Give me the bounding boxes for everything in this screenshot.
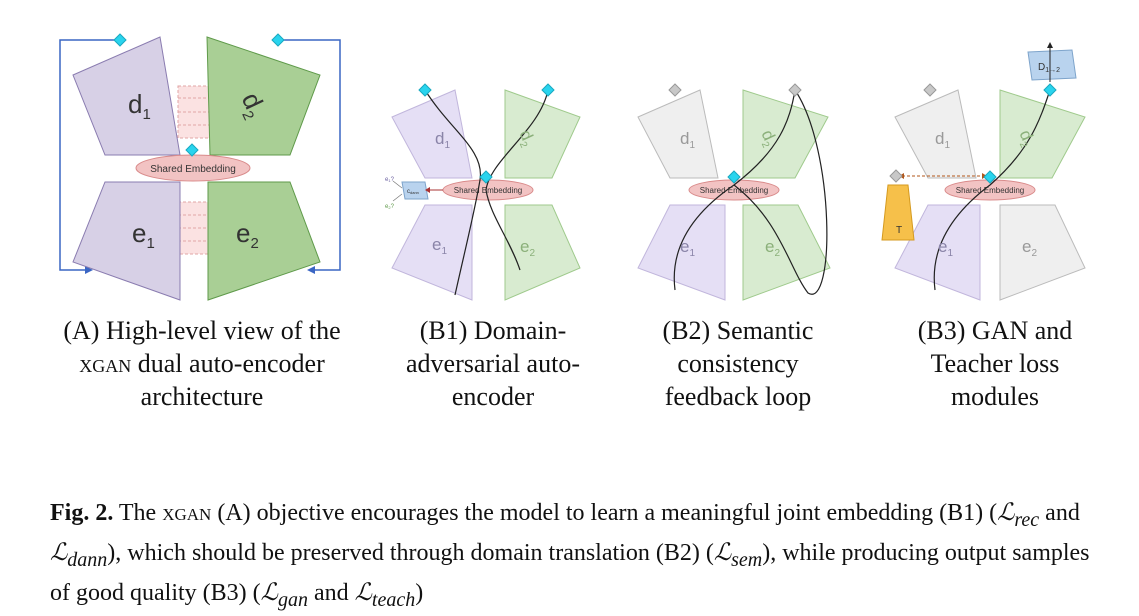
- caption-a-prefix: (A) High-level view of the: [63, 316, 341, 345]
- translation-path: [933, 89, 1051, 291]
- shared-embedding-label: Shared Embedding: [454, 186, 523, 195]
- decoder-1: [637, 89, 719, 179]
- caption-b1: (B1) Domain-adversarial auto-encoder: [406, 316, 580, 411]
- shared-embedding-label: Shared Embedding: [956, 186, 1025, 195]
- caption-b3: (B3) GAN and Teacher loss modules: [917, 316, 1073, 411]
- arrowhead-icon: [85, 266, 93, 274]
- output-diamond-icon: [541, 83, 555, 97]
- panel-b1-diagram: Shared Embedding cdann e1? e2? d1 d2 e1 …: [385, 83, 581, 301]
- shared-embedding-label: Shared Embedding: [150, 164, 236, 175]
- arrowhead-icon: [425, 187, 430, 193]
- encoder-1: [391, 204, 473, 301]
- loss-dann: ℒ: [50, 539, 68, 566]
- decoder-1: [391, 89, 473, 179]
- caption-text: ), which should be preserved through dom…: [107, 539, 714, 566]
- decoder-1-label: d1: [680, 129, 695, 151]
- loss-sem: ℒ: [713, 539, 732, 566]
- loss-dann-sub: dann: [67, 548, 108, 571]
- encoder-1: [72, 181, 181, 301]
- flow-path-2: [485, 89, 549, 271]
- decoder-1: [894, 89, 977, 179]
- loss-gan: ℒ: [260, 579, 278, 606]
- caption-a-suffix: dual auto-encoder architecture: [131, 349, 325, 411]
- arrowhead-icon: [1047, 42, 1053, 48]
- output-diamond-icon: [271, 33, 285, 47]
- loss-rec: ℒ: [997, 500, 1015, 526]
- encoder-2: [999, 204, 1086, 301]
- loss-teach-sub: teach: [371, 588, 416, 611]
- gan-discriminator: [1027, 49, 1077, 81]
- caption-b2: (B2) Semantic consistency feedback loop: [662, 316, 814, 411]
- embedding-diamond-icon: [983, 170, 997, 184]
- figure-label: Fig. 2.: [50, 500, 114, 526]
- teacher-network: [881, 184, 915, 241]
- encoder-2-label: e2: [520, 237, 535, 259]
- panel-a-diagram: Shared Embedding d1 d2 e1 e2: [59, 33, 341, 301]
- decoder-1: [72, 36, 181, 156]
- caption-a: (A) High-level view of the xgan dual aut…: [52, 314, 352, 413]
- panel-b2-diagram: Shared Embedding d1 d2 e1 e2: [637, 83, 831, 301]
- encoder-2-label: e2: [236, 218, 259, 252]
- caption-a-xgan: xgan: [79, 349, 132, 378]
- decoder-2: [999, 89, 1086, 179]
- embedding-diamond-icon: [185, 143, 199, 157]
- reconstruction-arrow-2: [278, 39, 341, 271]
- dann-output-2: e2?: [385, 204, 395, 210]
- encoder-2: [207, 181, 321, 301]
- decoder-2: [742, 89, 829, 179]
- decoder-1-label: d1: [935, 129, 950, 151]
- encoder-1-label: e1: [938, 237, 953, 259]
- loss-sem-sub: sem: [731, 548, 763, 571]
- caption-xgan: xgan: [162, 500, 212, 526]
- inactive-diamond-icon: [788, 83, 802, 97]
- shared-embedding-label: Shared Embedding: [700, 186, 769, 195]
- inactive-diamond-icon: [668, 83, 682, 97]
- output-diamond-icon: [418, 83, 432, 97]
- encoder-2-label: e2: [1022, 237, 1037, 259]
- encoder-1-label: e1: [432, 235, 447, 257]
- caption-text: ), while producing output samples of goo…: [50, 539, 1090, 606]
- dann-output-1: e1?: [385, 177, 395, 183]
- encoder-1: [637, 204, 726, 301]
- panel-b3-diagram: Shared Embedding D1→2 T d1 d2 e1 e2: [881, 42, 1086, 301]
- output-diamond-icon: [1043, 83, 1057, 97]
- translation-path: [673, 89, 796, 291]
- flow-path-1: [424, 89, 482, 296]
- semantic-feedback-path: [733, 89, 828, 295]
- figure-caption: Fig. 2. The xgan (A) objective encourage…: [50, 497, 1100, 616]
- gan-discriminator-label: D1→2: [1038, 62, 1060, 74]
- embedding-diamond-icon: [479, 170, 493, 184]
- encoder-2-label: e2: [765, 237, 780, 259]
- decoder-2: [206, 36, 321, 156]
- encoder-1-label: e1: [132, 218, 155, 252]
- encoder-1-label: e1: [680, 237, 695, 259]
- embedding-diamond-icon: [727, 170, 741, 184]
- dann-classifier-label: cdann: [407, 189, 419, 195]
- teacher-label: T: [896, 225, 902, 236]
- decoder-2: [504, 89, 581, 179]
- loss-rec-sub: rec: [1014, 508, 1040, 531]
- loss-teach: ℒ: [354, 579, 372, 606]
- dann-classifier: [401, 181, 429, 200]
- teacher-diamond-icon: [889, 169, 903, 183]
- figure: Shared Embedding d1 d2 e1 e2 Shared Embe…: [52, 33, 1086, 413]
- loss-gan-sub: gan: [277, 588, 308, 611]
- reconstruction-arrow-1: [59, 39, 120, 271]
- output-diamond-icon: [113, 33, 127, 47]
- caption-text: The: [113, 500, 163, 526]
- encoder-2: [504, 204, 581, 301]
- caption-text: and: [1039, 500, 1080, 526]
- caption-text: ): [415, 579, 424, 606]
- arrowhead-icon: [307, 266, 315, 274]
- caption-text: (A) objective encourages the model to le…: [211, 500, 998, 526]
- caption-text: and: [307, 579, 355, 606]
- decoder-1-label: d1: [435, 129, 450, 151]
- decoder-1-label: d1: [128, 89, 151, 123]
- inactive-diamond-icon: [923, 83, 937, 97]
